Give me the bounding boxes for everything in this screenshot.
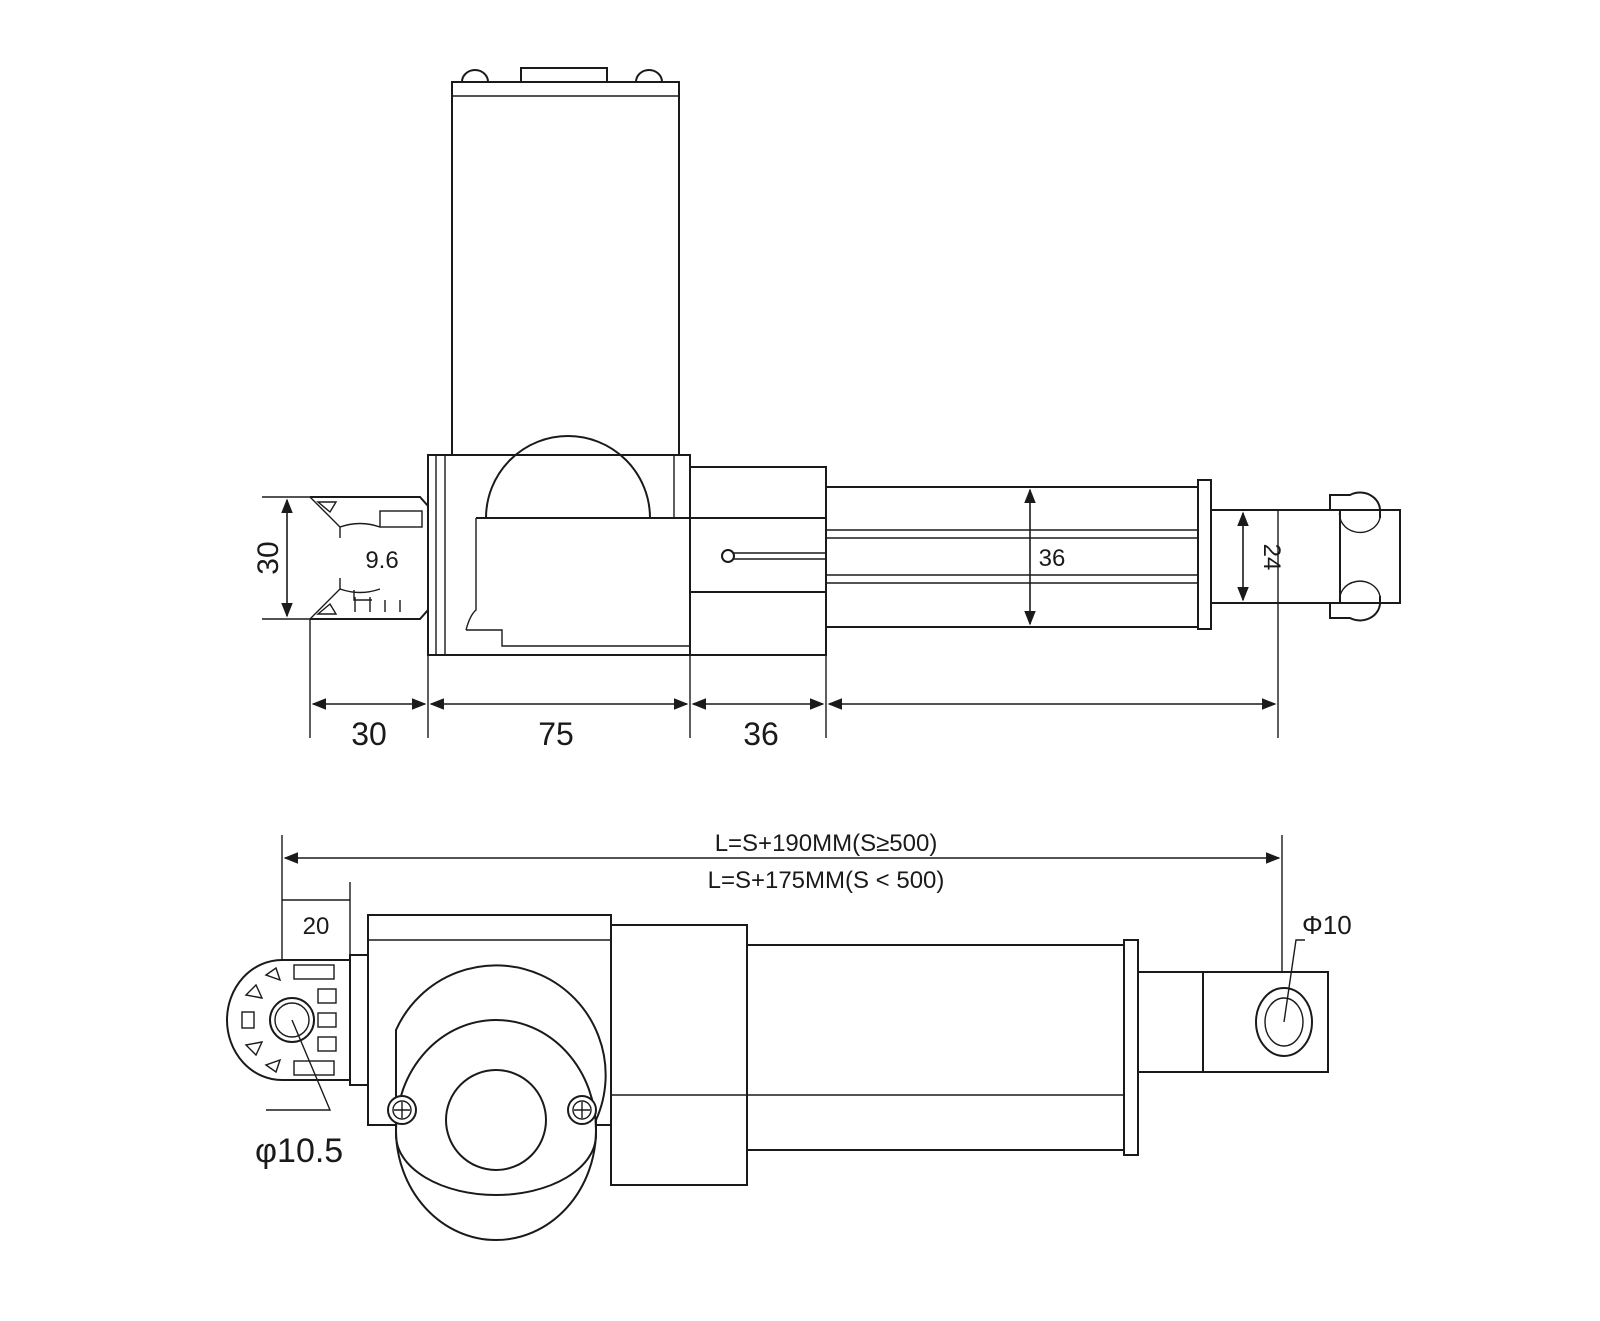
outer-tube bbox=[825, 479, 1212, 630]
front-hole-label: Φ10 bbox=[1302, 910, 1352, 940]
length-label-2: L=S+175MM(S < 500) bbox=[708, 867, 945, 894]
rear-mount: φ10.5 bbox=[226, 959, 351, 1170]
motor-housing bbox=[451, 67, 680, 456]
dim-height-30: 30 bbox=[252, 496, 310, 620]
top-view: L=S+190MM(S≥500) L=S+175MM(S < 500) 20 bbox=[226, 830, 1352, 1241]
mount-neck bbox=[349, 954, 369, 1086]
dim-20-label: 20 bbox=[303, 913, 330, 940]
length-label-1: L=S+190MM(S≥500) bbox=[715, 830, 938, 857]
dim-overall-length: L=S+190MM(S≥500) L=S+175MM(S < 500) bbox=[281, 830, 1283, 1010]
dim-len-36-label: 36 bbox=[743, 716, 779, 752]
dim-rod-24-label: 24 bbox=[1258, 544, 1285, 571]
dim-len-75-label: 75 bbox=[538, 716, 574, 752]
dim-tube-36: 36 bbox=[1024, 488, 1066, 626]
inner-rod bbox=[1210, 491, 1401, 622]
outer-tube-top bbox=[746, 939, 1139, 1156]
inner-rod-top: Φ10 bbox=[1137, 910, 1352, 1073]
dim-chain-bottom: 30 75 36 bbox=[309, 510, 1279, 752]
dim-9-6-label: 9.6 bbox=[365, 547, 398, 574]
rear-hole-label: φ10.5 bbox=[255, 1132, 343, 1170]
side-view: 30 9.6 36 24 30 75 36 bbox=[252, 67, 1401, 752]
gearbox-top bbox=[367, 914, 748, 1241]
dim-tube-36-label: 36 bbox=[1039, 545, 1066, 572]
rear-clevis bbox=[309, 496, 429, 620]
dim-rod-24: 24 bbox=[1237, 511, 1285, 602]
dim-20: 20 bbox=[282, 882, 351, 960]
dim-len-30-label: 30 bbox=[351, 716, 387, 752]
front-housing bbox=[476, 466, 827, 656]
dim-height-30-label: 30 bbox=[252, 541, 285, 574]
